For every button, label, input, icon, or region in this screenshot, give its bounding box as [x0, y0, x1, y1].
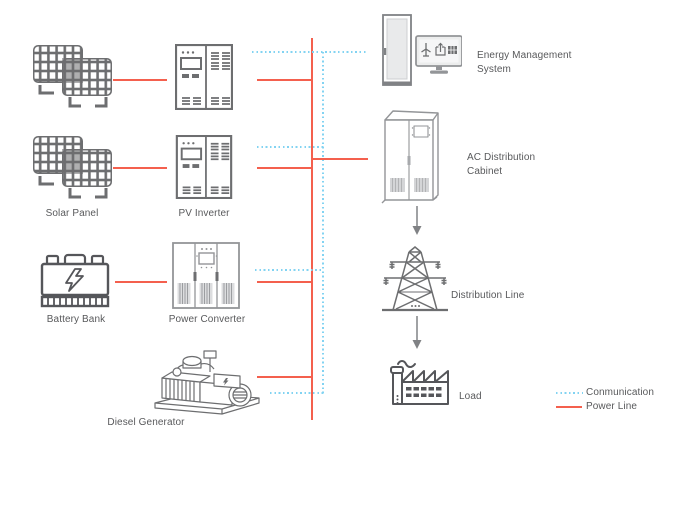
pv-inverter-label: PV Inverter [178, 208, 230, 219]
legend-power-line-label: Power Line [586, 401, 638, 412]
power-line-solar1-inverter1 [113, 79, 167, 81]
pv-inverter-icon-2 [175, 135, 233, 199]
power-bus-line [311, 38, 313, 420]
solar-panel-icon-1 [33, 45, 112, 108]
power-line-diesel-bus [257, 376, 313, 378]
building-arrow-icon [435, 42, 446, 56]
power-converter-label: Power Converter [168, 314, 246, 325]
energy-management-system-label: Energy Management System [477, 50, 572, 75]
solar-grid-icon [448, 46, 457, 54]
ac-distribution-cabinet-icon [381, 110, 439, 204]
comm-line-pv-inverter-2 [257, 146, 324, 148]
power-line-converter-bus [257, 281, 313, 283]
pv-inverter-icon-1 [175, 44, 233, 110]
wind-turbine-icon [421, 43, 431, 57]
power-line-inverter1-bus [257, 79, 313, 81]
power-line-bus-ac-cabinet [312, 158, 368, 160]
legend-communication-label: Conmunication [586, 387, 655, 398]
battery-bank-icon [40, 253, 110, 308]
comm-line-power-converter [255, 269, 324, 271]
solar-panel-label: Solar Panel [45, 208, 99, 219]
ac-distribution-cabinet-label: AC Distribution Cabinet [467, 152, 536, 177]
power-converter-icon [172, 242, 240, 309]
battery-bank-label: Battery Bank [46, 314, 106, 325]
legend-power-line-swatch [556, 406, 582, 408]
solar-panel-icon-2 [33, 136, 112, 199]
communication-bus-line [322, 52, 324, 393]
power-line-battery-converter [115, 281, 167, 283]
diesel-generator-label: Diesel Generator [107, 417, 185, 428]
distribution-line-tower-icon [382, 246, 448, 312]
comm-line-diesel-generator [270, 392, 324, 394]
diesel-generator-icon [154, 350, 260, 415]
comm-line-pv-inverter-1-ems [252, 51, 367, 53]
load-factory-icon [390, 360, 449, 405]
power-line-inverter2-bus [257, 167, 313, 169]
legend-communication-swatch [556, 392, 583, 394]
distribution-line-label: Distribution Line [451, 290, 525, 301]
arrow-down-icon-2 [412, 316, 422, 349]
energy-management-system-icon [382, 14, 462, 86]
load-label: Load [459, 391, 482, 402]
arrow-down-icon-1 [412, 206, 422, 235]
power-line-solar2-inverter2 [113, 167, 167, 169]
